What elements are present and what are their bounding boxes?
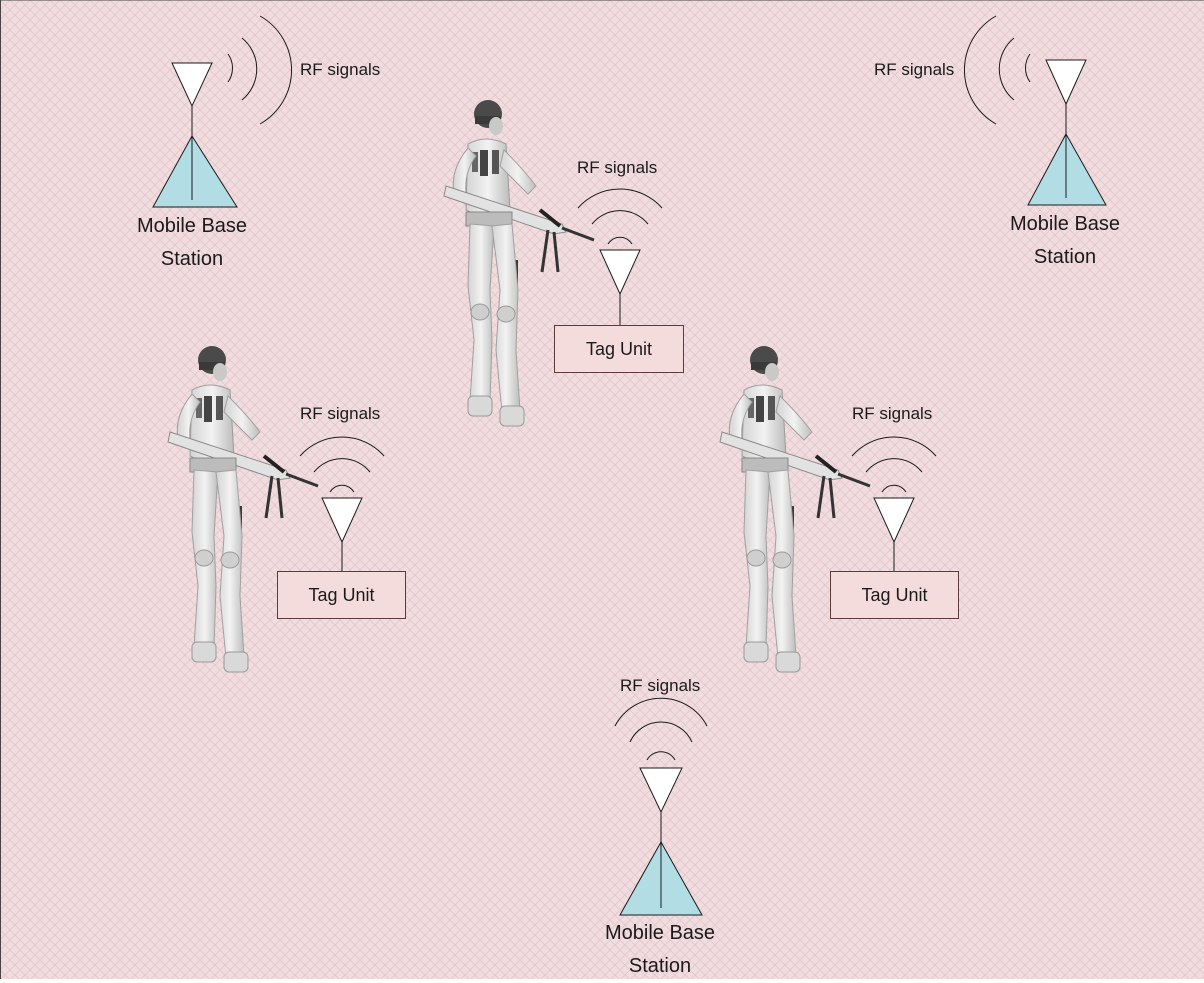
rf-signals-label: RF signals [874,60,954,80]
tag-unit-label: Tag Unit [308,585,374,606]
tag-unit-label: Tag Unit [861,585,927,606]
base-station-label-line1: Mobile Base [975,208,1155,241]
tag-unit-box: Tag Unit [554,325,684,373]
base-station-label: Mobile Base Station [102,210,282,276]
rf-signals-label: RF signals [300,60,380,80]
base-station-label-line2: Station [570,950,750,983]
rf-signals-label: RF signals [852,404,932,424]
base-station-label: Mobile Base Station [570,917,750,983]
base-station-label-line2: Station [102,243,282,276]
tag-unit-box: Tag Unit [830,571,959,619]
base-station-label-line1: Mobile Base [102,210,282,243]
tag-unit-box: Tag Unit [277,571,406,619]
tag-unit-label: Tag Unit [586,339,652,360]
rf-signals-label: RF signals [577,158,657,178]
rf-signals-label: RF signals [300,404,380,424]
base-station-label-line1: Mobile Base [570,917,750,950]
base-station-label: Mobile Base Station [975,208,1155,274]
rf-signals-label: RF signals [620,676,700,696]
base-station-label-line2: Station [975,241,1155,274]
